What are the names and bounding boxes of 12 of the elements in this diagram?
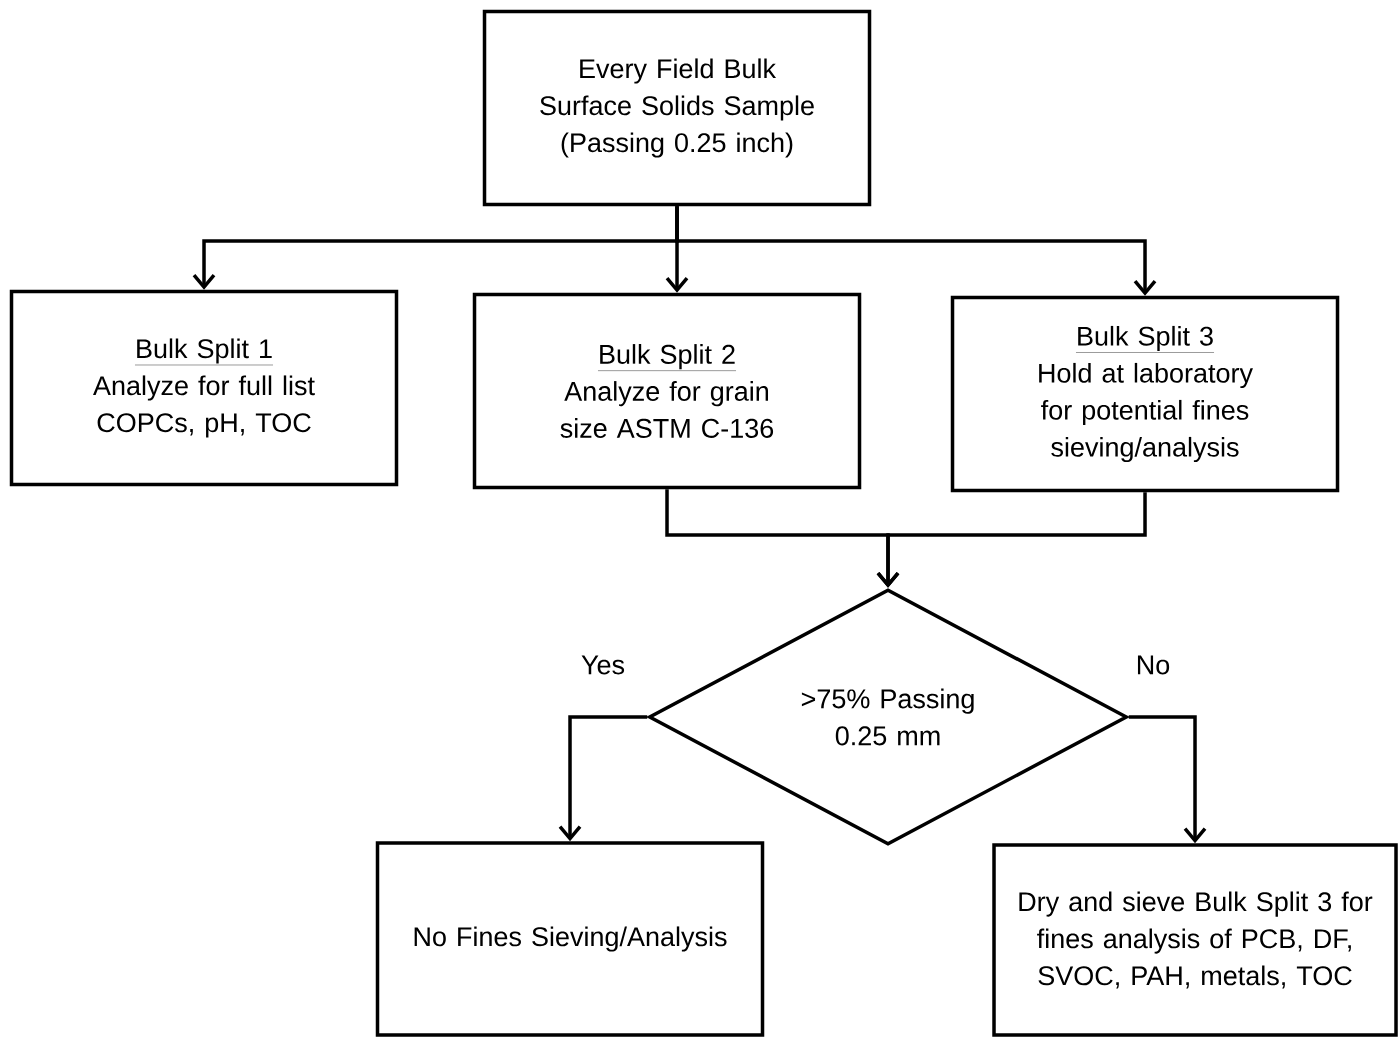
- arrow: [675, 206, 1157, 296]
- process-box: Bulk Split 3 Hold at laboratory for potential fines sieving/analysis: [950, 295, 1340, 493]
- edge-label: No: [1133, 653, 1173, 677]
- process-box: No Fines Sieving/Analysis: [375, 841, 765, 1037]
- process-box: Dry and sieve Bulk Split 3 for fines analysis of PCB, DF, SVOC, PAH, metals, TOC: [992, 843, 1398, 1037]
- arrow: [876, 492, 1147, 588]
- process-box: Bulk Split 1 Analyze for full list COPCs, pH, TOC: [9, 289, 399, 487]
- edge-label: Yes: [579, 653, 628, 677]
- process-box: Bulk Split 2 Analyze for grain size ASTM C-136: [472, 292, 862, 490]
- arrow: [558, 715, 648, 842]
- arrow: [1128, 715, 1207, 844]
- process-box: Every Field Bulk Surface Solids Sample (Passing 0.25 inch): [482, 9, 872, 207]
